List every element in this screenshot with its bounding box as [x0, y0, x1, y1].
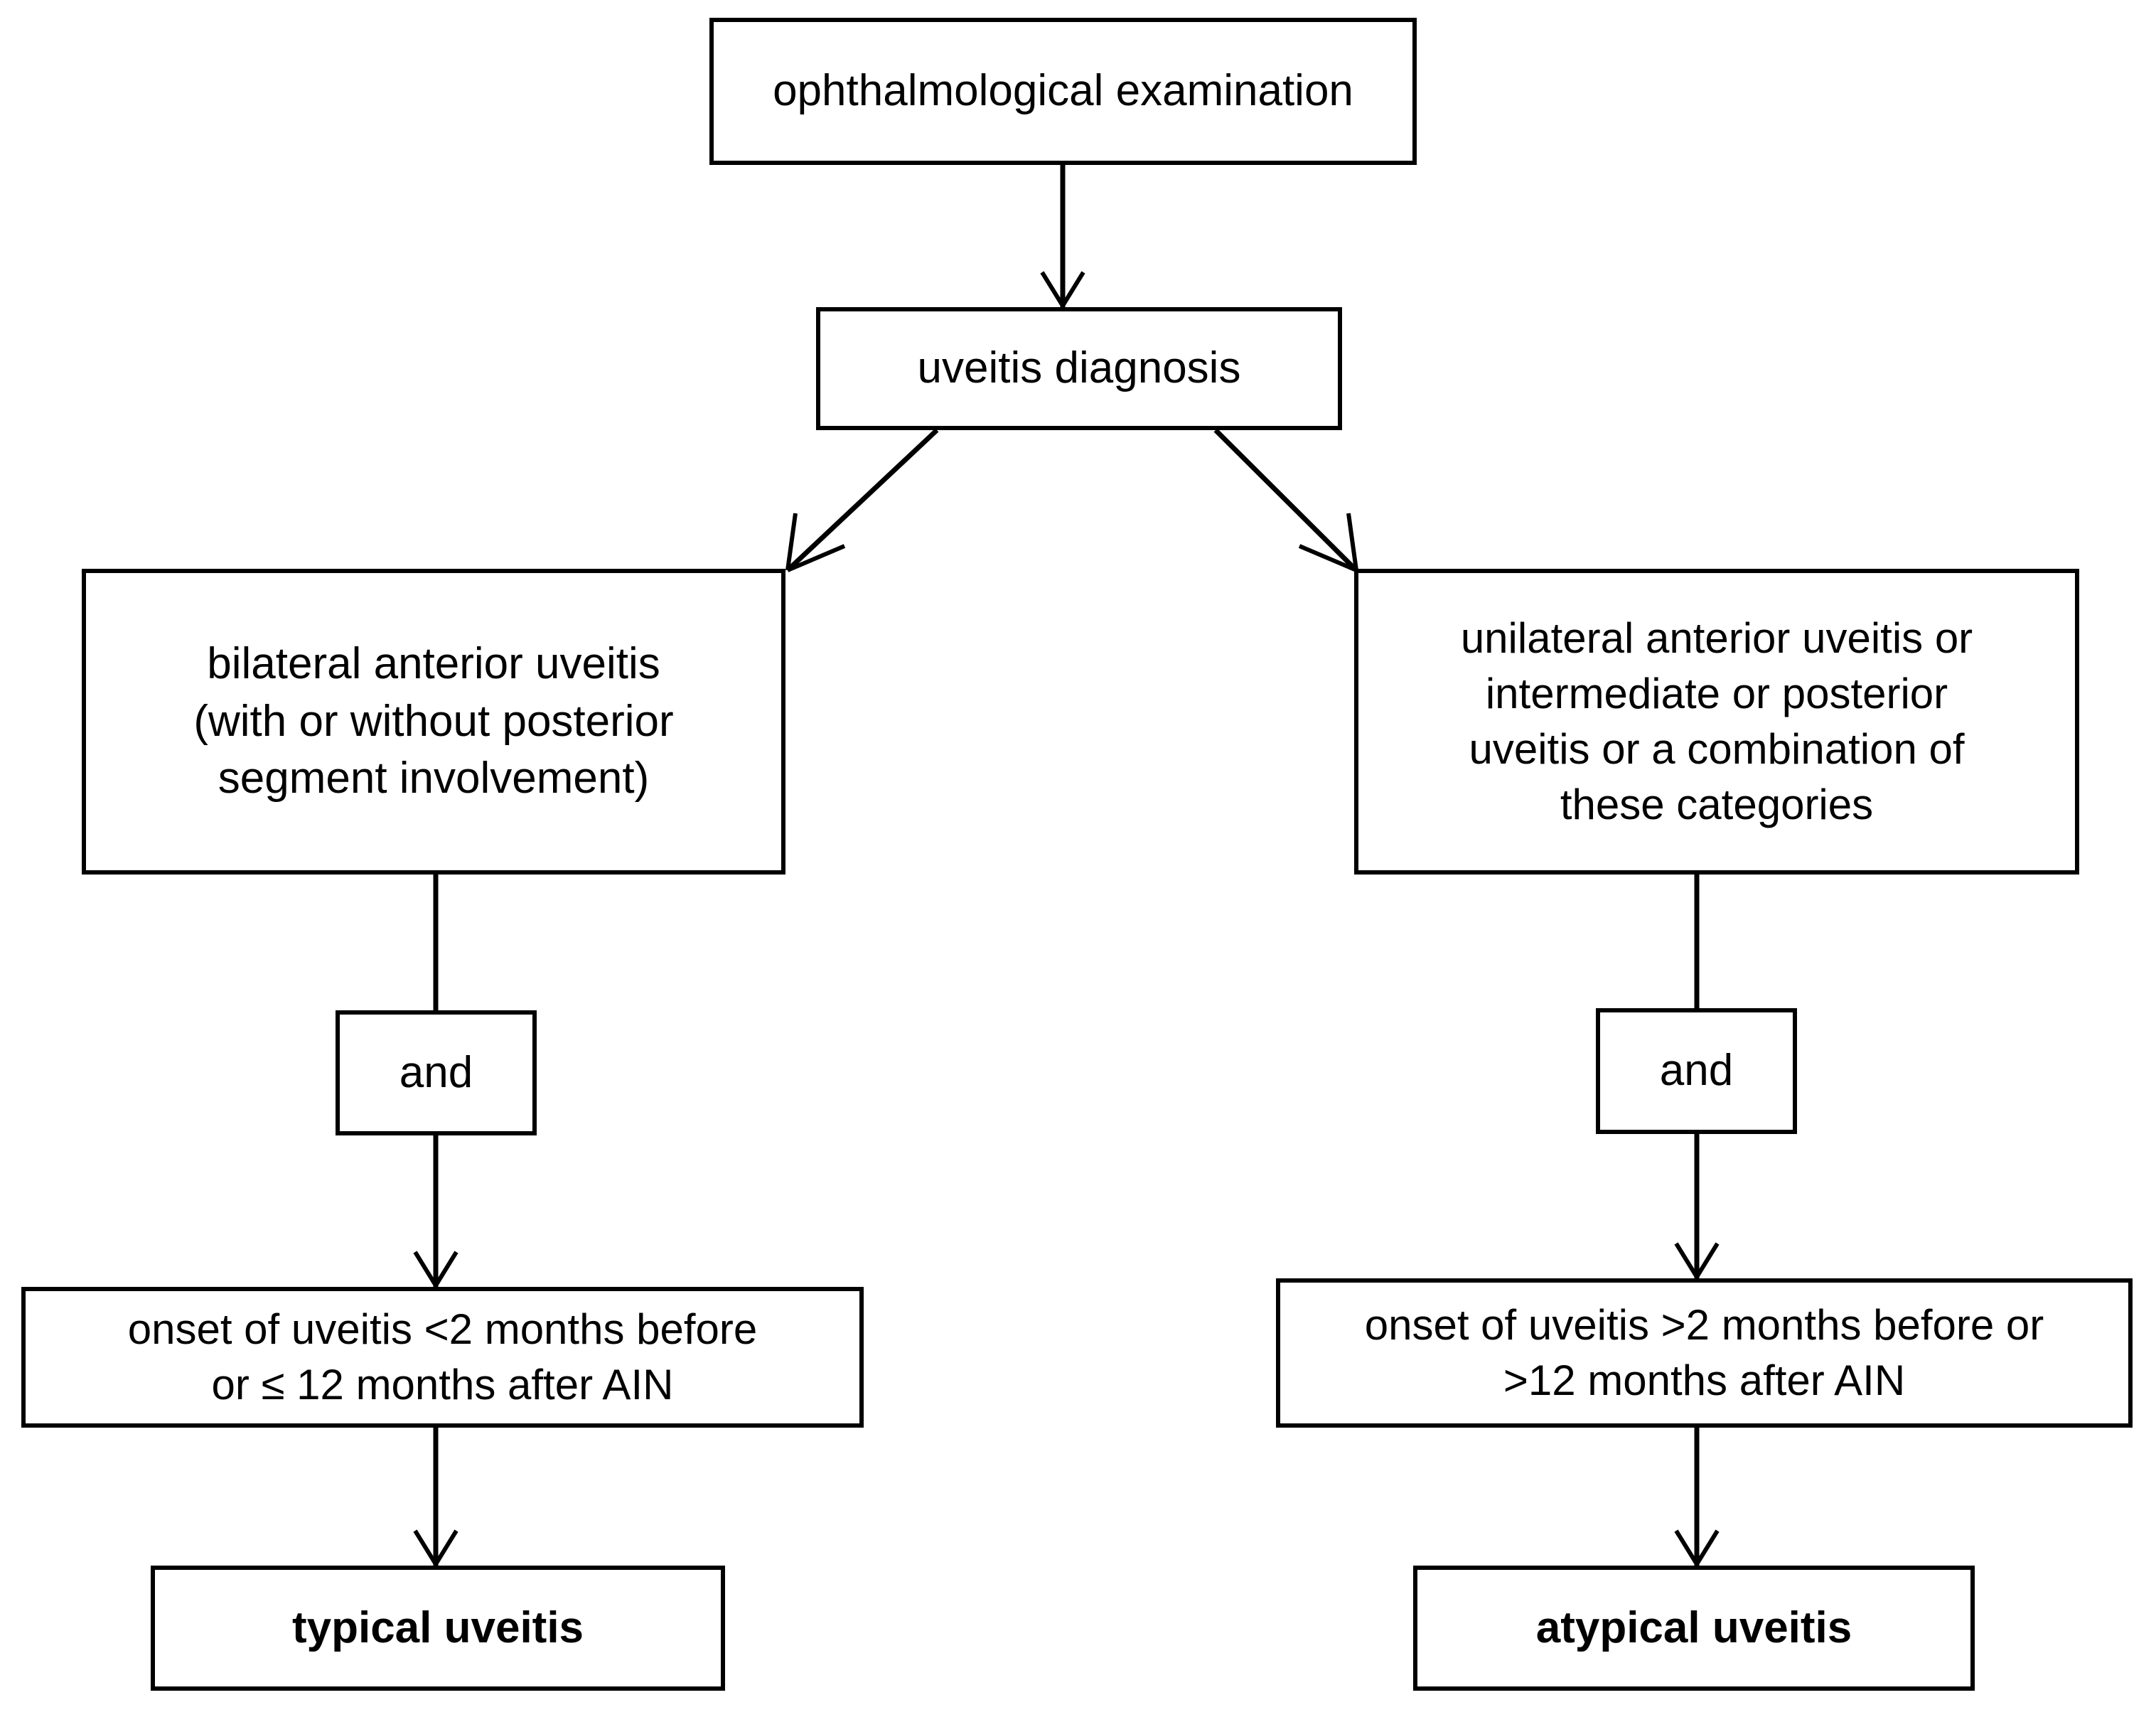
node-label: and	[399, 1047, 473, 1097]
edge-onset-right-to-atypical	[1674, 1428, 1720, 1568]
node-label: bilateral anterior uveitis (with or with…	[193, 639, 674, 803]
node-label: ophthalmological examination	[773, 66, 1353, 116]
node-bilateral-anterior-uveitis[interactable]: bilateral anterior uveitis (with or with…	[82, 569, 785, 875]
edge-onset-left-to-typical	[413, 1428, 458, 1568]
node-label: atypical uveitis	[1535, 1603, 1852, 1652]
node-label: and	[1659, 1046, 1734, 1096]
node-label: uveitis diagnosis	[917, 343, 1241, 393]
edge-exam-to-diagnosis	[1040, 165, 1085, 310]
node-atypical-uveitis[interactable]: atypical uveitis	[1413, 1566, 1975, 1691]
node-ophthalmological-examination[interactable]: ophthalmological examination	[709, 18, 1417, 165]
edge-and-right-to-onset-right	[1674, 1134, 1720, 1281]
node-onset-of-uveitis-left[interactable]: onset of uveitis <2 months before or ≤ 1…	[21, 1287, 864, 1428]
node-and-left[interactable]: and	[336, 1010, 537, 1135]
node-typical-uveitis[interactable]: typical uveitis	[151, 1566, 725, 1691]
edge-and-left-to-onset-left	[413, 1135, 458, 1290]
node-label: onset of uveitis <2 months before or ≤ 1…	[127, 1305, 758, 1408]
node-label: unilateral anterior uveitis or intermedi…	[1460, 614, 1973, 828]
node-unilateral-anterior-uveitis[interactable]: unilateral anterior uveitis or intermedi…	[1354, 569, 2079, 875]
node-uveitis-diagnosis[interactable]: uveitis diagnosis	[816, 307, 1342, 430]
node-label: onset of uveitis >2 months before or >12…	[1364, 1301, 2044, 1404]
edge-diagnosis-to-unilateral	[1213, 428, 1358, 572]
edge-diagnosis-to-bilateral	[785, 428, 939, 572]
node-and-right[interactable]: and	[1596, 1008, 1797, 1134]
node-onset-of-uveitis-right[interactable]: onset of uveitis >2 months before or >12…	[1276, 1278, 2133, 1428]
node-label: typical uveitis	[291, 1603, 584, 1652]
